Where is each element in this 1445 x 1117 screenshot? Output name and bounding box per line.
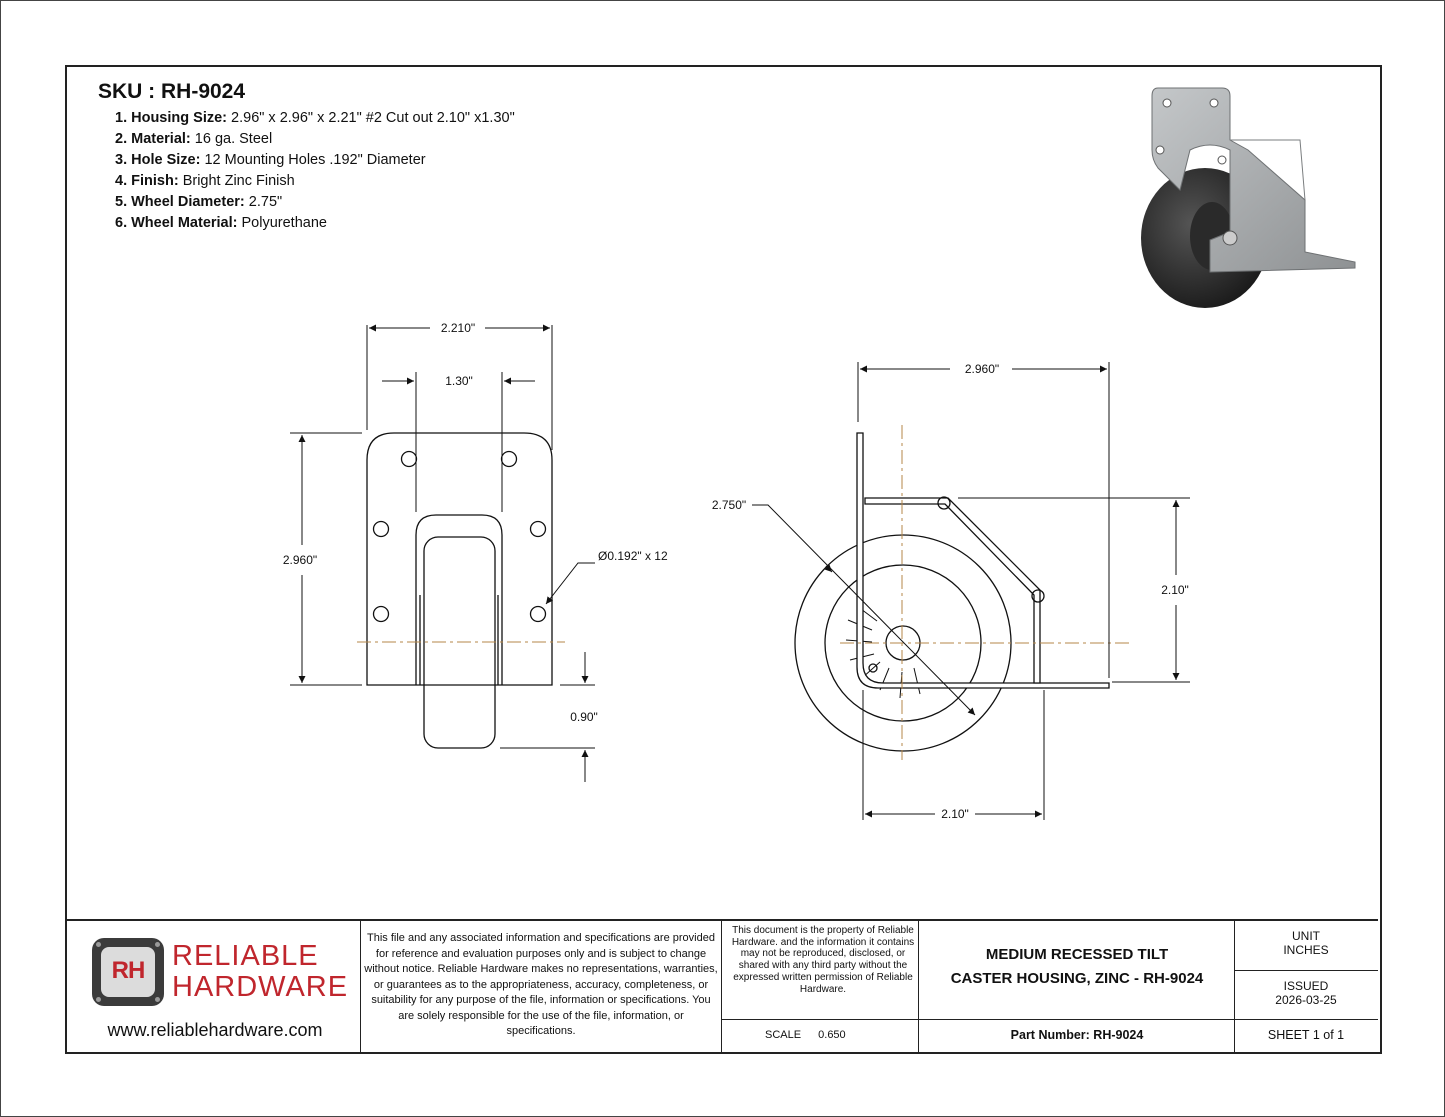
side-rivet [1031, 589, 1045, 603]
iso-hole [1217, 155, 1227, 165]
issued-label: ISSUED [1283, 979, 1329, 993]
dim-bottom-length: 2.10" [941, 807, 969, 821]
side-housing-top [864, 497, 1041, 684]
spec-item: 6. Wheel Material: Polyurethane [115, 213, 515, 234]
mounting-hole [372, 520, 390, 538]
spec-item: 1. Housing Size: 2.96" x 2.96" x 2.21" #… [115, 108, 515, 129]
logo-text-line1: RELIABLE [172, 940, 319, 972]
diameter-leader [752, 504, 976, 716]
side-bracket [856, 432, 1110, 689]
spec-label: 1. Housing Size: [115, 110, 227, 126]
issued-cell: ISSUED 2026-03-25 [1235, 979, 1377, 1007]
spec-value: Bright Zinc Finish [182, 173, 295, 189]
unit-cell: UNIT INCHES [1235, 929, 1377, 957]
drawing-title-line1: MEDIUM RECESSED TILT [985, 946, 1169, 963]
side-rivet [937, 496, 951, 510]
divider [1234, 921, 1235, 1052]
spec-label: 6. Wheel Material: [115, 215, 238, 231]
company-logo: RH RELIABLE HARDWARE [92, 938, 347, 1006]
iso-render [1141, 87, 1356, 308]
spec-list: 1. Housing Size: 2.96" x 2.96" x 2.21" #… [115, 108, 515, 234]
front-dimension-labels: 2.210" 1.30" 2.960" Ø0.192" x 12 0.90" [283, 321, 668, 724]
scale-cell: SCALE 0.650 [765, 1029, 905, 1041]
dim-hole-callout: Ø0.192" x 12 [598, 549, 668, 563]
spec-item: 5. Wheel Diameter: 2.75" [115, 192, 515, 213]
drawing-title-line2: CASTER HOUSING, ZINC - RH-9024 [950, 970, 1204, 987]
spec-label: 2. Material: [115, 131, 191, 147]
iso-hole [1162, 98, 1172, 108]
spec-value: 12 Mounting Holes .192" Diameter [204, 152, 426, 168]
hole-leader [545, 562, 595, 605]
title-block: RH RELIABLE HARDWARE www.reliablehardwar… [65, 919, 1378, 1052]
side-view [752, 362, 1190, 820]
dim-wheel-drop: 0.90" [570, 710, 598, 724]
spec-label: 4. Finish: [115, 173, 179, 189]
divider [360, 921, 361, 1052]
website-link[interactable]: www.reliablehardware.com [107, 1020, 323, 1040]
divider [918, 921, 919, 1052]
divider [1234, 970, 1378, 971]
diameter-leader-arrow [824, 564, 833, 573]
side-wheel-inner [824, 564, 982, 722]
property-notice: This document is the property of Reliabl… [731, 925, 915, 995]
dim-cutout-width: 1.30" [445, 374, 473, 388]
scale-label: SCALE [765, 1029, 802, 1041]
sheet-number: SHEET 1 of 1 [1267, 1028, 1345, 1042]
spec-item: 4. Finish: Bright Zinc Finish [115, 171, 515, 192]
mounting-hole [400, 450, 418, 468]
spec-value: 16 ga. Steel [194, 131, 273, 147]
dim-front-width: 2.210" [441, 321, 475, 335]
mounting-hole [500, 450, 518, 468]
front-view [290, 324, 595, 782]
spec-item: 2. Material: 16 ga. Steel [115, 129, 515, 150]
side-dimension-labels: 2.960" 2.750" 2.10" 2.10" [712, 362, 1189, 821]
scale-value: 0.650 [818, 1029, 846, 1041]
iso-axle [1222, 230, 1238, 246]
issued-date: 2026-03-25 [1275, 993, 1337, 1007]
front-cutout [415, 514, 503, 685]
logo-badge: RH [92, 938, 164, 1006]
logo-text-line2: HARDWARE [172, 971, 349, 1003]
spec-label: 5. Wheel Diameter: [115, 194, 245, 210]
mounting-hole [529, 605, 547, 623]
dim-side-depth: 2.960" [965, 362, 999, 376]
disclaimer-text: This file and any associated information… [364, 932, 718, 1037]
dim-front-height: 2.960" [283, 553, 317, 567]
dim-side-height: 2.10" [1161, 583, 1189, 597]
unit-value: INCHES [1283, 943, 1329, 957]
logo-mark: RH [111, 957, 146, 984]
mounting-hole [529, 520, 547, 538]
iso-hole [1155, 145, 1165, 155]
iso-housing [1151, 87, 1356, 273]
spec-value: Polyurethane [241, 215, 327, 231]
front-housing-plate [366, 432, 553, 686]
divider [721, 1019, 1378, 1020]
spec-value: 2.96" x 2.96" x 2.21" #2 Cut out 2.10" x… [231, 110, 515, 126]
spec-label: 3. Hole Size: [115, 152, 201, 168]
sku-title: SKU : RH-9024 [98, 80, 246, 103]
mounting-hole [372, 605, 390, 623]
spec-item: 3. Hole Size: 12 Mounting Holes .192" Di… [115, 150, 515, 171]
unit-label: UNIT [1292, 929, 1320, 943]
part-number: Part Number: RH-9024 [1010, 1028, 1144, 1042]
side-rivet [868, 663, 878, 673]
iso-hole [1209, 98, 1219, 108]
iso-housing-edge [1230, 139, 1306, 201]
divider [721, 921, 722, 1052]
dim-wheel-diameter: 2.750" [712, 498, 746, 512]
drawing-frame [65, 65, 1382, 1054]
drawing-title: MEDIUM RECESSED TILT CASTER HOUSING, ZIN… [921, 943, 1233, 991]
spec-value: 2.75" [248, 194, 283, 210]
